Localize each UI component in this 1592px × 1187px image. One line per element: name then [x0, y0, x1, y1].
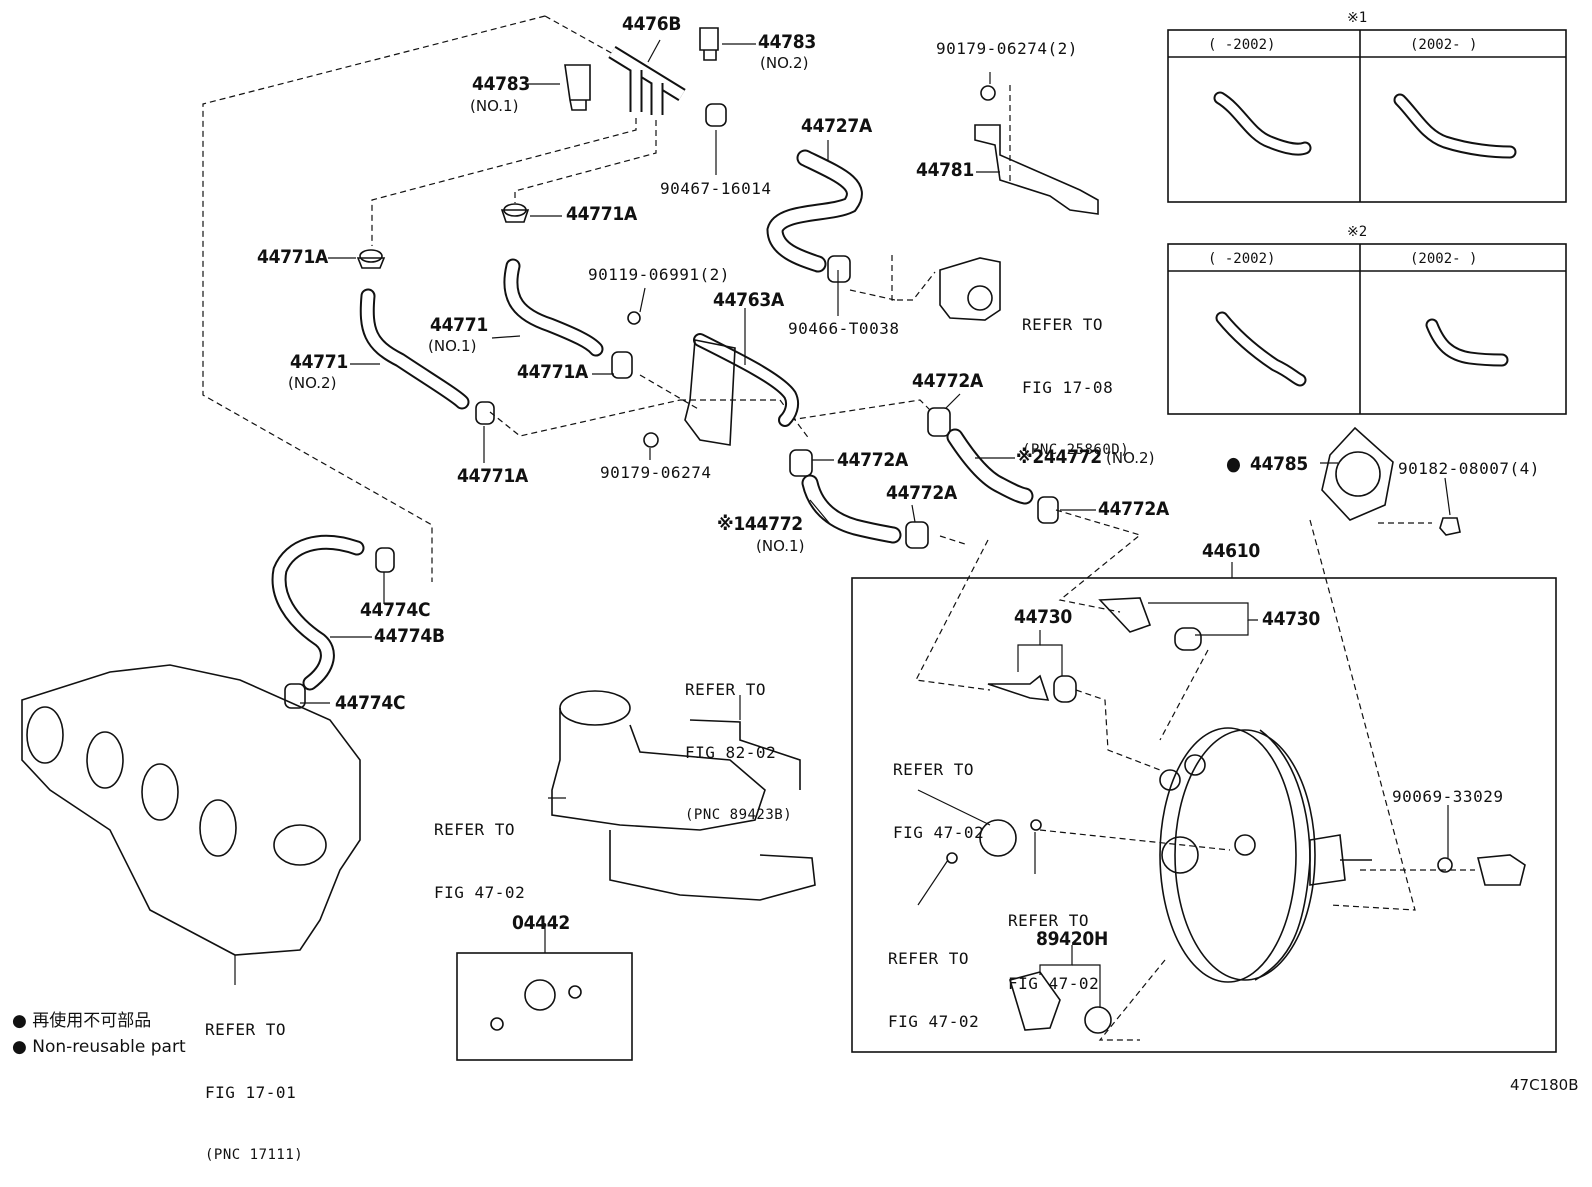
- sensor-89420H: [1008, 971, 1061, 1031]
- refer-line: REFER TO: [434, 820, 516, 839]
- refer-line: FIG 47-02: [893, 823, 985, 842]
- refer-line: FIG 47-02: [434, 883, 526, 902]
- refer-line: (PNC 17111): [205, 1147, 304, 1163]
- label-44774C-b: 44774C: [335, 692, 406, 714]
- refer-fig-82-02[interactable]: REFER TO FIG 82-02 (PNC 89423B): [685, 637, 792, 847]
- intake-manifold: [21, 664, 361, 956]
- refer-line: (PNC 25860D): [1022, 442, 1130, 458]
- label-90179-06274: 90179-06274: [600, 463, 712, 482]
- label-44727A: 44727A: [801, 115, 872, 137]
- inset-note1-mark: ※1: [1347, 10, 1368, 26]
- label-44783-left-sub: (NO.1): [470, 97, 519, 115]
- vsv-unit: [939, 257, 1001, 321]
- label-90466-T0038: 90466-T0038: [788, 319, 900, 338]
- refer-line: (PNC 89423B): [685, 807, 793, 823]
- diagram-code: 47C180B: [1510, 1076, 1579, 1094]
- label-44781: 44781: [916, 159, 974, 181]
- label-44772-no2: ※244772: [1016, 446, 1102, 468]
- brake-booster: [1159, 727, 1372, 983]
- label-44785: 44785: [1250, 453, 1308, 475]
- label-44771-no2-sub: (NO.2): [288, 374, 337, 392]
- label-90467-16014: 90467-16014: [660, 179, 772, 198]
- label-04442: 04442: [512, 912, 570, 934]
- bullet-44785: ●: [1226, 453, 1241, 475]
- label-44774B: 44774B: [374, 625, 445, 647]
- label-44783-top: 44783: [758, 31, 816, 53]
- clamps: [284, 103, 1059, 709]
- label-44771-no1-sub: (NO.1): [428, 337, 477, 355]
- label-44730-b: 44730: [1262, 608, 1320, 630]
- legend: ● 再使用不可部品 ● Non-reusable part: [12, 1008, 186, 1060]
- refer-line: REFER TO: [1022, 315, 1104, 334]
- label-44774C-a: 44774C: [360, 599, 431, 621]
- inset-note1-col2: (2002- ): [1410, 37, 1478, 53]
- hoses: [271, 149, 1034, 691]
- bracket-44763A: [684, 339, 736, 446]
- label-44783-top-sub: (NO.2): [760, 54, 809, 72]
- label-44610: 44610: [1202, 540, 1260, 562]
- refer-fig-47-02-b[interactable]: REFER TO FIG 47-02: [893, 717, 984, 864]
- inset-note1-col1: ( -2002): [1208, 37, 1276, 53]
- gasket-44785: [1321, 426, 1394, 521]
- legend-jp: ● 再使用不可部品: [12, 1011, 152, 1031]
- refer-line: REFER TO: [205, 1020, 287, 1039]
- label-44772-no1-sub: (NO.1): [756, 537, 805, 555]
- refer-line: FIG 47-02: [1008, 974, 1100, 993]
- refer-fig-47-02-a[interactable]: REFER TO FIG 47-02: [434, 777, 525, 924]
- label-90119-06991-2: 90119-06991(2): [588, 265, 730, 284]
- refer-line: FIG 17-08: [1022, 378, 1114, 397]
- inset-box-note2: [1167, 243, 1567, 415]
- inset-note2-col1: ( -2002): [1208, 251, 1276, 267]
- label-44772-no2-sub: (NO.2): [1106, 449, 1155, 467]
- label-44772A-c: 44772A: [886, 482, 957, 504]
- label-44771A-c: 44771A: [517, 361, 588, 383]
- label-44771-no1: 44771: [430, 314, 488, 336]
- parts-drawing: [21, 15, 1567, 1061]
- brackets-44783: [564, 27, 719, 111]
- label-89420H: 89420H: [1036, 928, 1108, 950]
- label-44772A-a: 44772A: [912, 370, 983, 392]
- solid-leaders: [234, 39, 1451, 1008]
- repair-kit-box: [456, 952, 633, 1061]
- inset-note2-mark: ※2: [1347, 224, 1368, 240]
- label-44771A-b: 44771A: [257, 246, 328, 268]
- label-44763A: 44763A: [713, 289, 784, 311]
- refer-fig-17-08[interactable]: REFER TO FIG 17-08 (PNC 25860D): [1022, 272, 1129, 482]
- refer-line: REFER TO: [685, 680, 767, 699]
- label-90179-06274-2: 90179-06274(2): [936, 39, 1078, 58]
- joint-4476B: [608, 46, 686, 115]
- label-44772A-d: 44772A: [1098, 498, 1169, 520]
- label-44771-no2: 44771: [290, 351, 348, 373]
- label-4476B: 4476B: [622, 13, 682, 35]
- refer-line: REFER TO: [888, 949, 970, 968]
- label-44783-left: 44783: [472, 73, 530, 95]
- refer-fig-47-02-d[interactable]: REFER TO FIG 47-02: [888, 906, 979, 1053]
- label-44730-a: 44730: [1014, 606, 1072, 628]
- refer-line: FIG 47-02: [888, 1012, 980, 1031]
- label-90069-33029: 90069-33029: [1392, 787, 1504, 806]
- inset-note2-col2: (2002- ): [1410, 251, 1478, 267]
- master-cylinder: [551, 690, 816, 901]
- label-44771A-a: 44771A: [566, 203, 637, 225]
- dashed-leaders: [202, 15, 1475, 1041]
- inset-box-note1: [1167, 29, 1567, 203]
- label-44772-no1: ※144772: [717, 513, 803, 535]
- refer-line: FIG 17-01: [205, 1083, 297, 1102]
- refer-fig-47-02-c[interactable]: REFER TO FIG 47-02: [1008, 868, 1099, 1015]
- refer-line: REFER TO: [893, 760, 975, 779]
- booster-assembly-frame: [851, 577, 1557, 1053]
- label-90182-08007-4: 90182-08007(4): [1398, 459, 1540, 478]
- bracket-44781: [974, 124, 1099, 215]
- legend-en: ● Non-reusable part: [12, 1037, 186, 1057]
- label-44771A-d: 44771A: [457, 465, 528, 487]
- refer-fig-17-01[interactable]: REFER TO FIG 17-01 (PNC 17111): [205, 977, 303, 1187]
- refer-line: REFER TO: [1008, 911, 1090, 930]
- refer-line: FIG 82-02: [685, 743, 777, 762]
- label-44772A-b: 44772A: [837, 449, 908, 471]
